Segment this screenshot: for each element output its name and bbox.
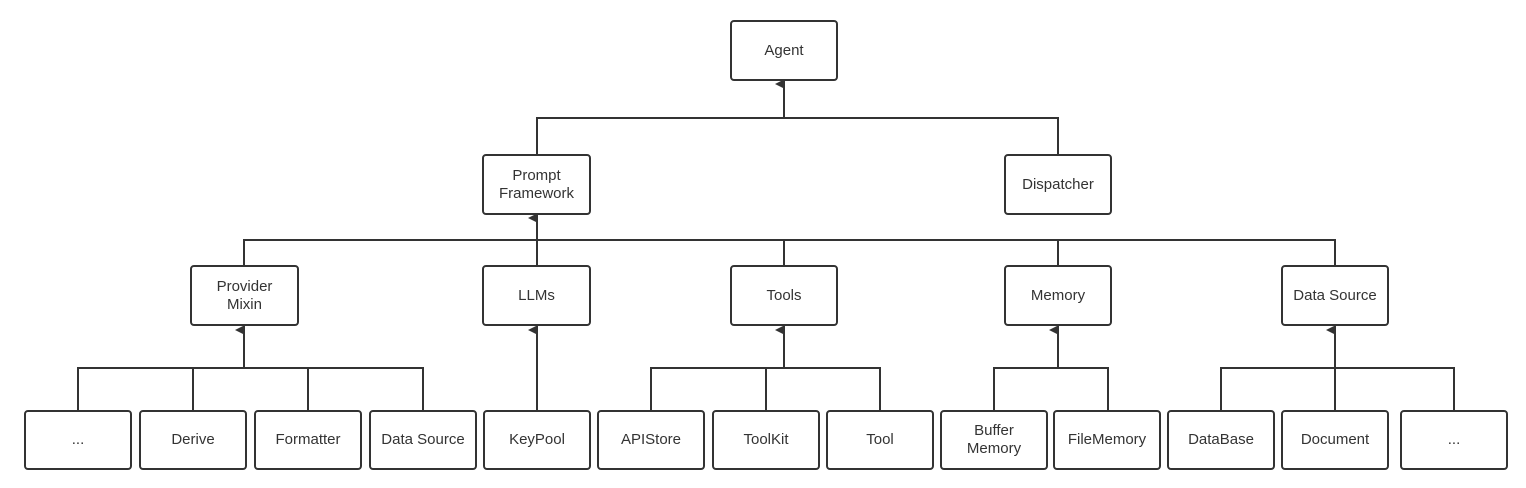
- node-provider-more: ...: [24, 410, 132, 470]
- node-dispatcher: Dispatcher: [1004, 154, 1112, 215]
- edge-provider-mixin-children: [77, 330, 424, 410]
- node-data-source: Data Source: [1281, 265, 1389, 326]
- node-formatter: Formatter: [254, 410, 362, 470]
- node-keypool: KeyPool: [483, 410, 591, 470]
- node-llms: LLMs: [482, 265, 591, 326]
- node-filememory: FileMemory: [1053, 410, 1161, 470]
- node-data-source-more: ...: [1400, 410, 1508, 470]
- node-tools: Tools: [730, 265, 838, 326]
- node-derive: Derive: [139, 410, 247, 470]
- node-provider-mixin: Provider Mixin: [190, 265, 299, 326]
- node-agent: Agent: [730, 20, 838, 81]
- node-provider-data-source: Data Source: [369, 410, 477, 470]
- edge-tools-children: [650, 330, 881, 410]
- node-database: DataBase: [1167, 410, 1275, 470]
- node-tool: Tool: [826, 410, 934, 470]
- node-toolkit: ToolKit: [712, 410, 820, 470]
- node-apistore: APIStore: [597, 410, 705, 470]
- node-memory: Memory: [1004, 265, 1112, 326]
- edge-memory-children: [993, 330, 1109, 410]
- node-buffer-memory: Buffer Memory: [940, 410, 1048, 470]
- edge-data-source-children: [1220, 330, 1455, 410]
- edge-agent-children: [536, 84, 1059, 154]
- edge-prompt-framework-children: [243, 218, 1336, 265]
- node-prompt-framework: Prompt Framework: [482, 154, 591, 215]
- node-document: Document: [1281, 410, 1389, 470]
